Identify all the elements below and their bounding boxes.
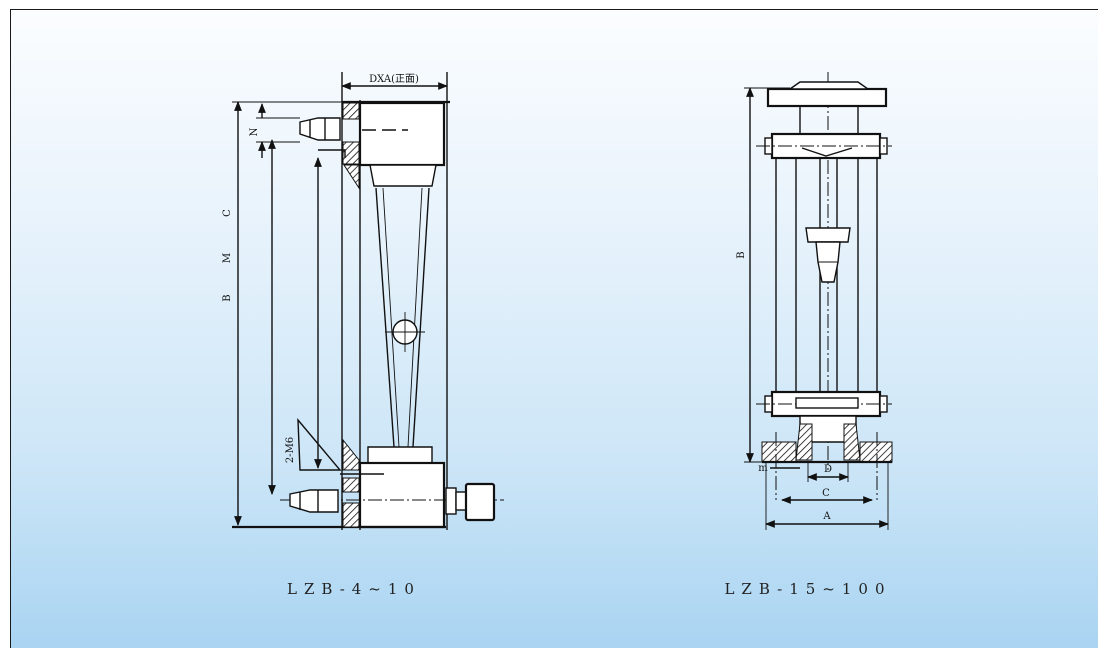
dimension-label-b: B <box>222 294 233 301</box>
flowmeter-lzb-15-100-drawing <box>744 72 893 530</box>
caption-lzb-15-100: LZB-15~100 <box>724 580 891 598</box>
dimension-label-n: N <box>249 127 260 136</box>
flowmeter-lzb-4-10-drawing <box>232 72 504 530</box>
dimension-label-a: A <box>822 511 831 522</box>
dimension-label-c: C <box>222 209 233 217</box>
dimension-label-d: D <box>824 464 832 475</box>
caption-lzb-4-10: LZB-4~10 <box>287 580 421 598</box>
dimension-label-m-right: m <box>758 463 768 474</box>
drawing-frame <box>10 9 1098 648</box>
dimension-label-dxa: DXA(正面) <box>369 74 419 85</box>
dimension-label-m: M <box>222 253 233 263</box>
dimension-label-b-right: B <box>736 251 747 258</box>
dimension-label-c-right: C <box>822 488 830 499</box>
screw-label-2-m6: 2-M6 <box>285 437 296 463</box>
